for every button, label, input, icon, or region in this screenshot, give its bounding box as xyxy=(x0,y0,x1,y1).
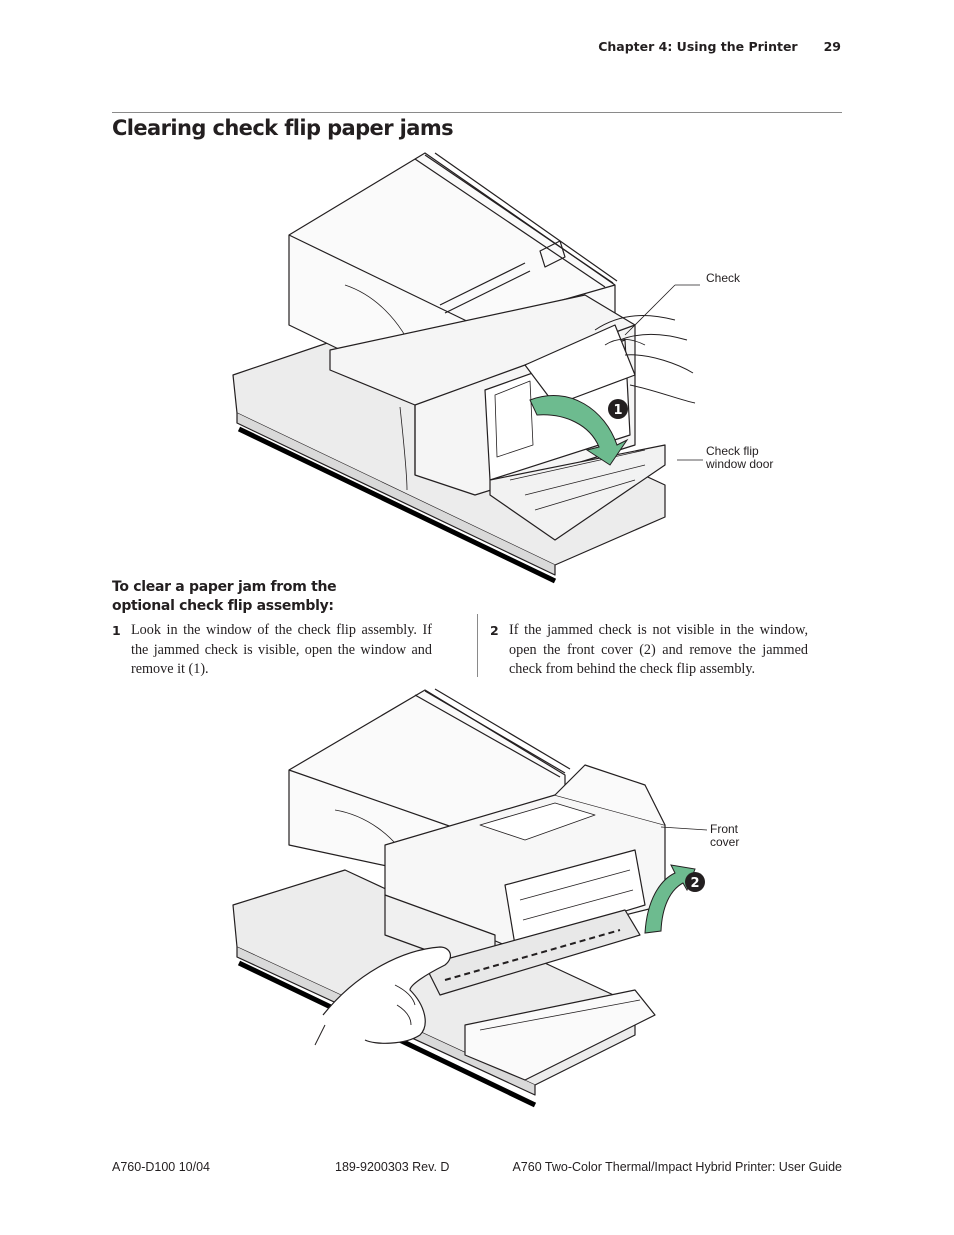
step-2: 2 If the jammed check is not visible in … xyxy=(490,621,808,680)
footer-doc-id: A760-D100 10/04 xyxy=(112,1160,210,1174)
step-number: 2 xyxy=(490,623,499,638)
title-rule xyxy=(112,112,842,113)
page-number: 29 xyxy=(823,39,841,54)
step-marker-1-shape xyxy=(608,399,628,419)
step-number: 1 xyxy=(112,623,121,638)
callout-check-flip-window-door: Check flip window door xyxy=(706,445,773,471)
callout-check: Check xyxy=(706,271,741,285)
footer-guide-title: A760 Two-Color Thermal/Impact Hybrid Pri… xyxy=(512,1160,842,1174)
chapter-title: Chapter 4: Using the Printer xyxy=(598,39,798,54)
callout-cover-line1: Front xyxy=(710,822,739,836)
procedure-heading: To clear a paper jam from the optional c… xyxy=(112,579,337,614)
callout-front-cover: Front cover xyxy=(710,823,739,849)
running-header: Chapter 4: Using the Printer 29 xyxy=(598,39,841,54)
step-text: If the jammed check is not visible in th… xyxy=(509,622,808,677)
step-marker-1: 1 xyxy=(613,403,622,418)
column-divider xyxy=(477,614,478,677)
footer-part-number: 189-9200303 Rev. D xyxy=(335,1160,450,1174)
step-1: 1 Look in the window of the check flip a… xyxy=(112,621,432,680)
page-title: Clearing check flip paper jams xyxy=(112,116,454,140)
callout-door-line2: window door xyxy=(706,457,774,471)
figure-check-flip-window: 1 xyxy=(225,145,785,585)
printer-illustration-1: 1 xyxy=(232,152,703,584)
step-marker-2: 2 xyxy=(690,876,699,891)
figure-front-cover: 2 xyxy=(225,685,785,1125)
callout-door-line1: Check flip xyxy=(706,444,759,458)
step-marker-2-shape xyxy=(685,872,705,892)
callout-cover-line2: cover xyxy=(710,835,740,849)
printer-illustration-2: 2 xyxy=(232,688,708,1108)
step-text: Look in the window of the check flip ass… xyxy=(131,622,432,677)
